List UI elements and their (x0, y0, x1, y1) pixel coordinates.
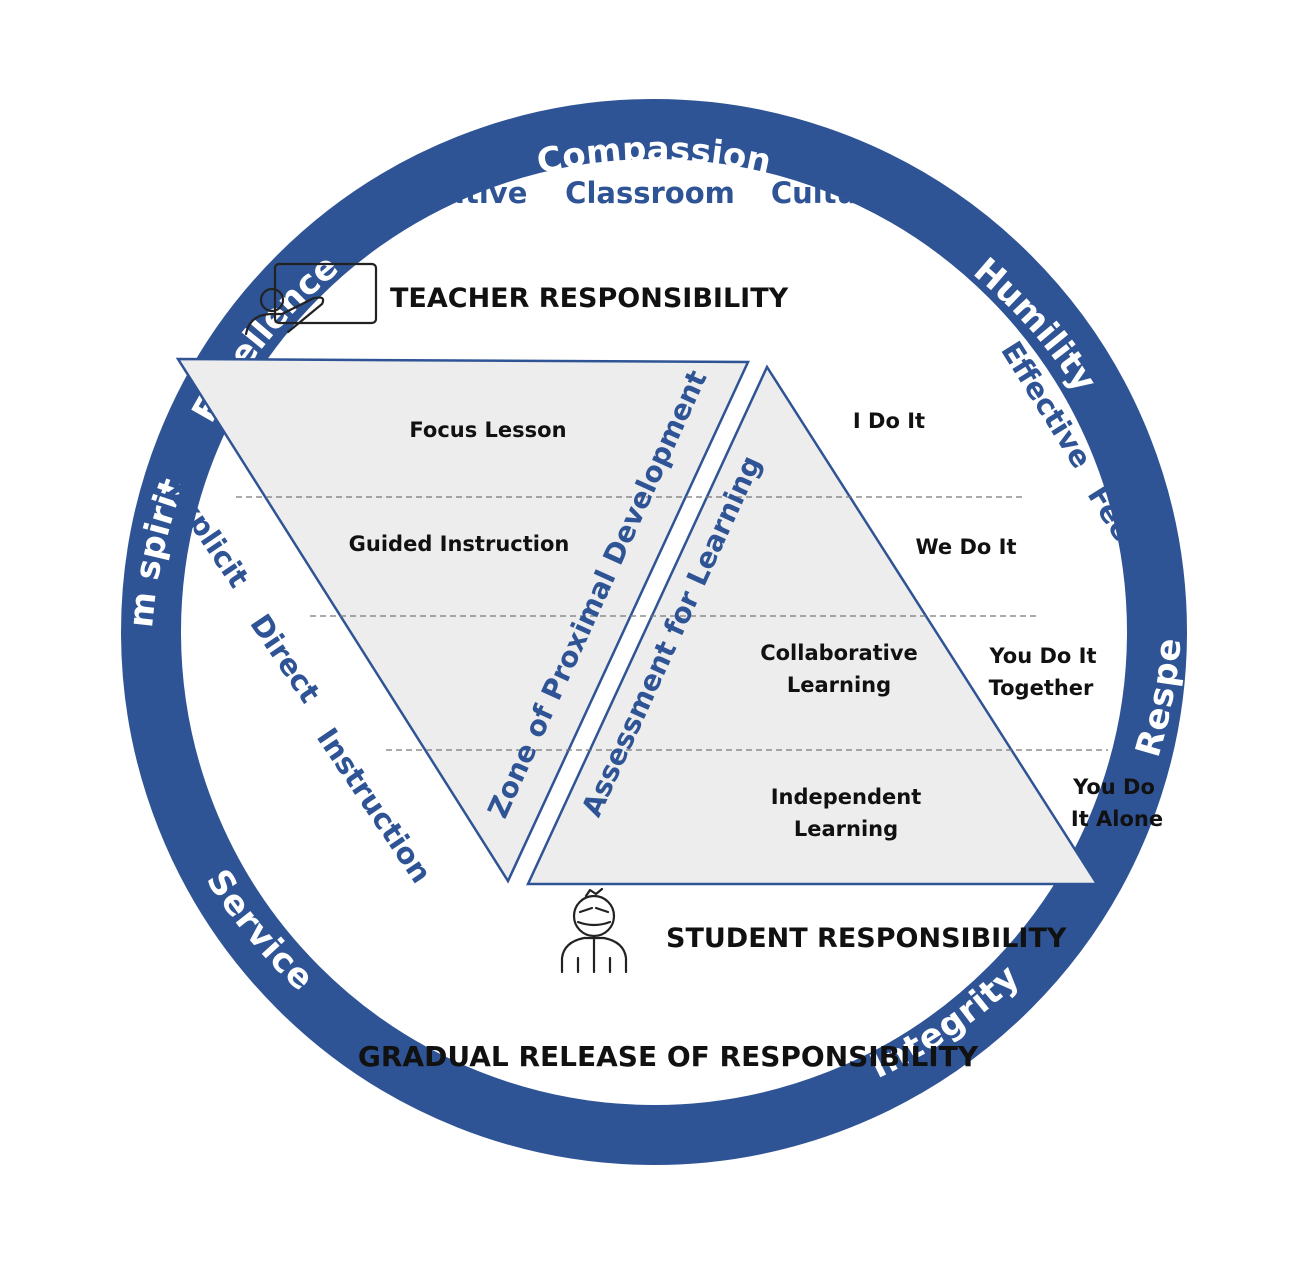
step-you-do-it-together-line1: You Do It (989, 644, 1097, 668)
step-you-do-it-alone-line2: It Alone (1071, 807, 1163, 831)
step-you-do-it-alone-line1: You Do (1072, 775, 1155, 799)
instruction-word: Instruction (310, 722, 438, 889)
direct-word: Direct (244, 608, 328, 709)
stage-independent-line2: Learning (794, 817, 898, 841)
teacher-triangle (175, 357, 750, 884)
teacher-responsibility-label: TEACHER RESPONSIBILITY (390, 283, 789, 314)
stage-guided-instruction: Guided Instruction (349, 532, 570, 556)
culture-word-positive: Positive (397, 176, 528, 210)
stage-collaborative-line1: Collaborative (760, 641, 918, 665)
step-we-do-it: We Do It (916, 535, 1017, 559)
stage-independent-line1: Independent (771, 785, 922, 809)
student-triangle (526, 364, 1100, 886)
teacher-at-board-icon (244, 262, 378, 336)
culture-word-culture: Culture (771, 176, 891, 210)
student-responsibility-label: STUDENT RESPONSIBILITY (666, 923, 1067, 954)
culture-word-classroom: Classroom (565, 176, 735, 210)
step-i-do-it: I Do It (853, 409, 925, 433)
values-ring (121, 99, 1187, 1165)
student-icon (560, 887, 628, 974)
stage-dividers (236, 496, 1108, 751)
step-you-do-it-together-line2: Together (989, 676, 1094, 700)
stage-collaborative-line2: Learning (787, 673, 891, 697)
ring-value-compassion: Compassion (533, 130, 774, 183)
ring-value-team-spirit: Team spirit (0, 0, 193, 629)
gradual-release-title: GRADUAL RELEASE OF RESPONSIBILITY (358, 1040, 979, 1073)
stage-focus-lesson: Focus Lesson (409, 418, 566, 442)
